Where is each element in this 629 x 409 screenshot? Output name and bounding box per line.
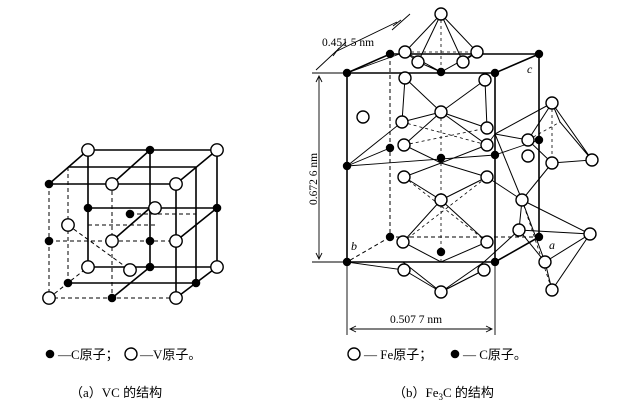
fe3c-fe-atoms [356,7,599,299]
legend-c-atom-label: —C原子； [57,347,119,363]
caption-b-suffix: C 的结构 [443,385,494,400]
fe3c-legend: — Fe原子； — C原子。 [347,347,527,363]
axis-label-a: a [549,238,555,252]
legend-v-atom-icon [124,347,138,361]
dimension-c-label: 0.672 6 nm [308,153,320,205]
legend-fe-atom-icon [347,347,361,361]
dimension-c: 0.672 6 nm [308,72,346,263]
axis-label-c: c [527,62,533,76]
caption-a: （a）VC 的结构 [70,385,162,400]
axis-label-b: b [351,239,357,253]
legend-fe-atom-label: — Fe原子； [363,347,432,363]
dimension-a: 0.451 5 nm [315,13,411,71]
legend-v-atom-label: —V原子。 [139,347,201,362]
vc-legend: —C原子； —V原子。 [45,347,201,363]
caption-b-subscript: 3 [439,392,444,402]
legend-c-atom-icon-b [450,349,460,359]
vc-c-atoms [44,145,222,303]
fe3c-c-atoms [342,49,544,267]
dimension-b-label: 0.507 7 nm [390,314,442,326]
dimension-b: 0.507 7 nm [346,266,496,335]
fe3c-octahedra [346,13,593,293]
vc-structure [42,143,224,305]
vc-v-atoms [42,143,224,305]
legend-c-atom-label-b: — C原子。 [462,347,527,362]
caption-b-prefix: （b）Fe [393,385,439,400]
caption-b: （b）Fe3C 的结构 [393,385,494,402]
fe3c-structure: 0.451 5 nm 0.672 6 nm 0.507 7 nm [308,7,599,335]
legend-c-atom-icon [45,349,55,359]
dimension-a-label: 0.451 5 nm [322,37,374,49]
